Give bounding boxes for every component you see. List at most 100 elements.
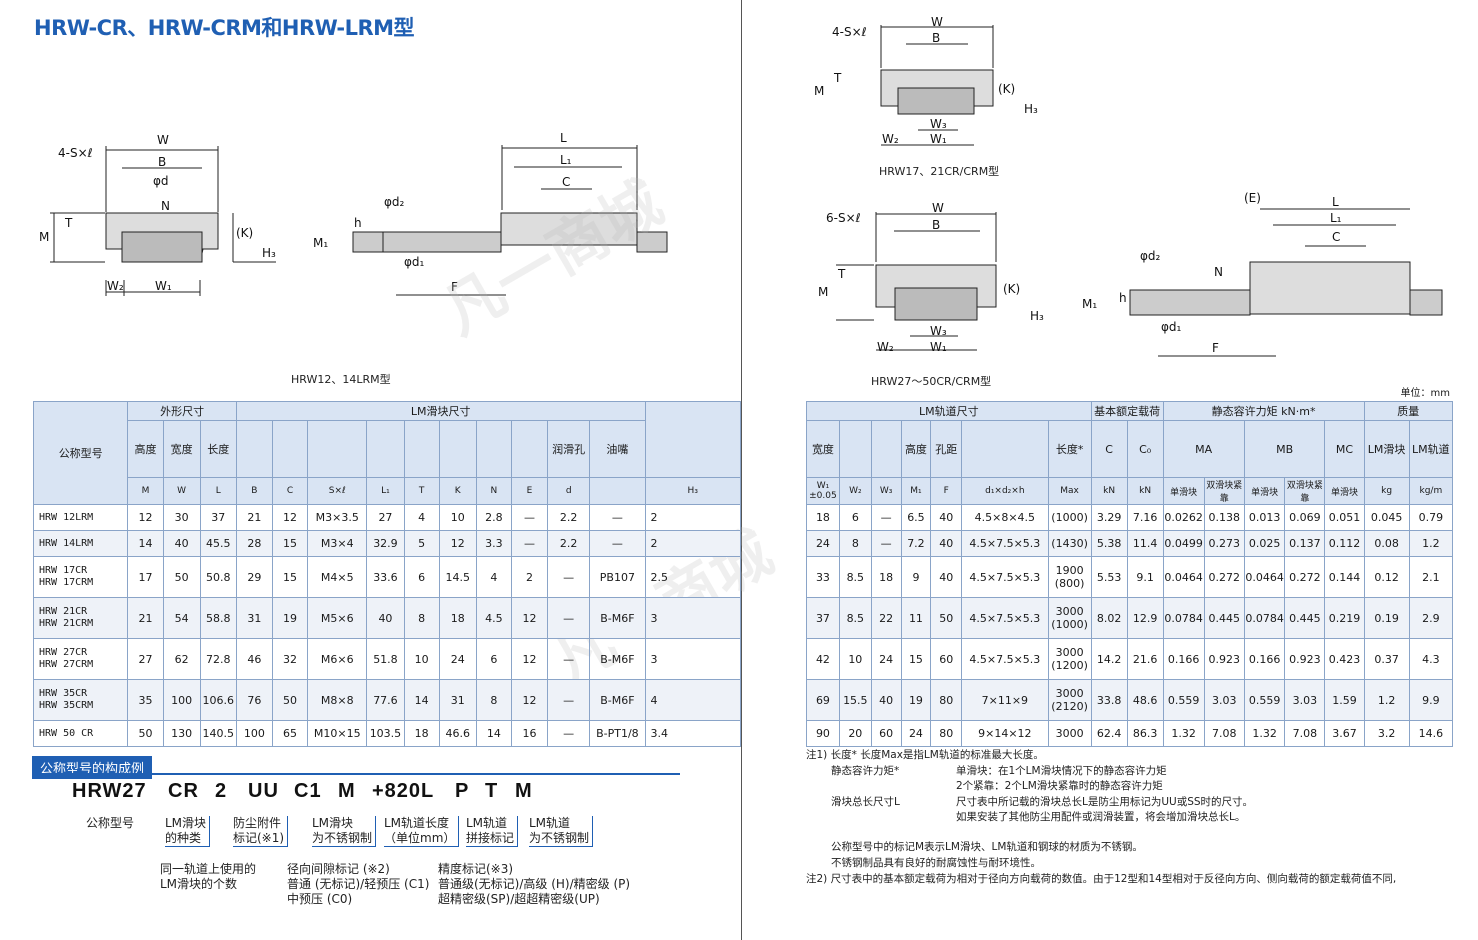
cell-W3: 40 xyxy=(870,679,902,721)
cell-S: M10×15 xyxy=(307,720,368,747)
cell-N: 2.8 xyxy=(475,504,512,531)
cell-W3: — xyxy=(870,530,902,557)
caption-right-top: HRW17、21CR/CRM型 xyxy=(879,165,1000,178)
cell-H3: 3.4 xyxy=(644,720,741,747)
table-header xyxy=(403,420,440,478)
cell-B: 21 xyxy=(235,504,273,531)
cell-dh: 4.5×7.5×5.3 xyxy=(961,556,1049,598)
cell-L1: 32.9 xyxy=(366,530,405,557)
table-header: M₁ xyxy=(900,477,932,505)
cell-E: — xyxy=(510,504,549,531)
cell-W: 62 xyxy=(162,638,201,680)
cell-C0: 11.4 xyxy=(1126,530,1164,557)
cell-W2: 8.5 xyxy=(838,556,872,598)
table-header: W xyxy=(162,477,201,505)
cell-H3: 2 xyxy=(644,530,741,557)
cell-L: 45.5 xyxy=(199,530,237,557)
cell-MC: 0.423 xyxy=(1324,638,1365,680)
cell-MBd: 0.923 xyxy=(1284,638,1326,680)
svg-text:(E): (E) xyxy=(1244,191,1261,205)
svg-text:W₁: W₁ xyxy=(155,279,172,293)
svg-text:L₁: L₁ xyxy=(560,153,572,167)
cell-kgm: 1.2 xyxy=(1408,530,1454,557)
svg-text:M₁: M₁ xyxy=(1082,297,1097,311)
cell-nip: B-M6F xyxy=(589,638,646,680)
cell-nip: — xyxy=(589,504,646,531)
cell-W1: 33 xyxy=(806,556,840,598)
cell-kgm: 2.1 xyxy=(1408,556,1454,598)
cell-MC: 3.67 xyxy=(1324,720,1365,747)
cell-S: M4×5 xyxy=(307,556,368,598)
cell-kgm: 9.9 xyxy=(1408,679,1454,721)
cell-MBs: 0.0784 xyxy=(1243,597,1286,639)
ann-count: 同一轨道上使用的 LM滑块的个数 xyxy=(160,862,257,891)
cell-C: 32 xyxy=(271,638,309,680)
cell-B: 46 xyxy=(235,638,273,680)
cell-MBd: 7.08 xyxy=(1284,720,1326,747)
cell-nip: — xyxy=(589,530,646,557)
table-header: Max xyxy=(1047,477,1092,505)
cell-MAs: 0.0464 xyxy=(1162,556,1205,598)
table-header: d₁×d₂×h xyxy=(961,477,1049,505)
cell-M1: 24 xyxy=(900,720,932,747)
caption-right-bottom: HRW27～50CR/CRM型 xyxy=(871,375,992,388)
hdr-model: 公称型号 xyxy=(32,401,129,505)
svg-text:φd₁: φd₁ xyxy=(404,255,425,269)
cell-dh: 4.5×8×4.5 xyxy=(961,504,1049,531)
cell-MBd: 0.445 xyxy=(1284,597,1326,639)
cell-W: 130 xyxy=(162,720,201,747)
svg-text:N: N xyxy=(1214,265,1223,279)
cell-MBs: 0.0464 xyxy=(1243,556,1286,598)
svg-text:W₁: W₁ xyxy=(930,132,947,146)
cell-L: 140.5 xyxy=(199,720,237,747)
cell-MBd: 0.137 xyxy=(1284,530,1326,557)
cell-kg: 0.37 xyxy=(1363,638,1410,680)
svg-text:M: M xyxy=(814,84,824,98)
svg-text:L₁: L₁ xyxy=(1330,211,1342,225)
cell-W: 30 xyxy=(162,504,201,531)
cell-N: 3.3 xyxy=(475,530,512,557)
hole-label: 4-S×ℓ xyxy=(58,146,93,160)
cell-F: 80 xyxy=(930,679,963,721)
cell-d: — xyxy=(547,556,591,598)
hdr-outer: 外形尺寸 xyxy=(127,401,237,421)
table-header: LM轨道 xyxy=(1408,420,1454,478)
ann-model: 公称型号 xyxy=(86,816,135,830)
cell-W2: 8 xyxy=(838,530,872,557)
svg-text:F: F xyxy=(1212,341,1219,355)
cell-S: M6×6 xyxy=(307,638,368,680)
table-header xyxy=(366,420,405,478)
cell-B: 29 xyxy=(235,556,273,598)
cell-MAd: 0.923 xyxy=(1203,638,1245,680)
cell-F: 50 xyxy=(930,597,963,639)
cell-nip: B-PT1/8 xyxy=(589,720,646,747)
cell-nip: B-M6F xyxy=(589,597,646,639)
cell-N: 6 xyxy=(475,638,512,680)
code-part: CR xyxy=(168,780,199,802)
cell-N: 4 xyxy=(475,556,512,598)
cell-MAs: 0.0262 xyxy=(1162,504,1205,531)
cell-W2: 6 xyxy=(838,504,872,531)
table-header: kN xyxy=(1090,477,1128,505)
code-part: C1 xyxy=(294,780,322,802)
table-header xyxy=(438,420,477,478)
hdr-load: 基本额定载荷 xyxy=(1090,401,1164,421)
table-header: 双滑块紧靠 xyxy=(1284,477,1326,505)
cell-M: 17 xyxy=(127,556,164,598)
svg-text:C: C xyxy=(1332,230,1340,244)
svg-text:T: T xyxy=(837,267,846,281)
svg-text:C: C xyxy=(562,175,570,189)
table-header: C xyxy=(271,477,309,505)
cell-kg: 0.19 xyxy=(1363,597,1410,639)
table-header: 油嘴 xyxy=(589,420,646,478)
table-header: B xyxy=(235,477,273,505)
cell-MAs: 0.559 xyxy=(1162,679,1205,721)
cell-E: 12 xyxy=(510,679,549,721)
cell-Cd: 5.53 xyxy=(1090,556,1128,598)
table-header: 孔距 xyxy=(930,420,963,478)
cell-K: 18 xyxy=(438,597,477,639)
table-header xyxy=(644,401,741,478)
cell-Cd: 14.2 xyxy=(1090,638,1128,680)
